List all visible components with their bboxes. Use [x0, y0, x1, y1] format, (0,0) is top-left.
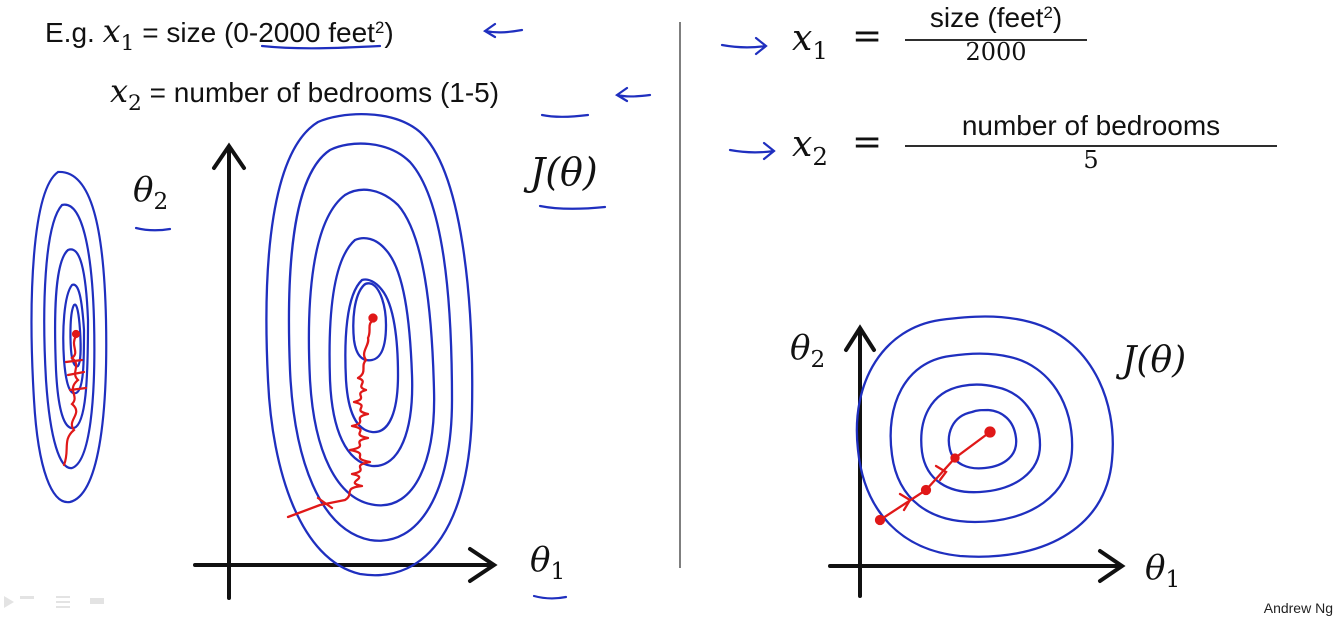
x2-numerator: number of bedrooms [961, 110, 1221, 141]
eg-label: E.g. [45, 17, 95, 48]
x1-denominator: 2000 [965, 38, 1027, 66]
right-theta1-label: θ1 [1145, 548, 1181, 594]
right-x1-equals: = [852, 16, 883, 57]
right-j-theta-label: J(θ) [1122, 340, 1187, 381]
left-theta2-label: θ2 [133, 170, 169, 216]
x1-numerator: size (feet2) [929, 2, 1063, 33]
right-x2-equals: = [852, 122, 883, 163]
right-x2-fraction: number of bedrooms 5 [905, 110, 1277, 174]
right-x1-var: x1 [792, 18, 828, 65]
small-contour-set [30, 170, 108, 504]
circular-gradient-path [874, 426, 996, 526]
x2-text: = number of bedrooms (1-5) [149, 77, 500, 108]
circular-contour-set [855, 315, 1114, 558]
author-credit: Andrew Ng [1263, 600, 1333, 616]
small-gradient-path [62, 329, 88, 467]
x2-definition: x2 = number of bedrooms (1-5) [110, 72, 500, 116]
right-theta2-label: θ2 [790, 328, 826, 374]
large-contour-set [265, 112, 474, 577]
right-x2-var: x2 [792, 124, 828, 171]
left-axes [193, 142, 498, 600]
x2-denominator: 5 [1083, 146, 1099, 174]
x1-sup: 2 [374, 17, 385, 37]
blue-annotations [134, 22, 776, 600]
faded-player-controls [4, 596, 104, 608]
left-j-theta-label: J(θ) [530, 150, 598, 194]
right-x1-fraction: size (feet2) 2000 [905, 2, 1087, 66]
large-gradient-path [286, 313, 378, 519]
x1-var: x1 [102, 12, 135, 56]
left-theta1-label: θ1 [530, 540, 566, 586]
x1-close: ) [384, 17, 394, 48]
x1-definition: E.g. x1 = size (0-2000 feet2) [45, 12, 394, 56]
x1-text: = size (0-2000 feet [142, 17, 375, 48]
x2-var: x2 [110, 72, 142, 116]
